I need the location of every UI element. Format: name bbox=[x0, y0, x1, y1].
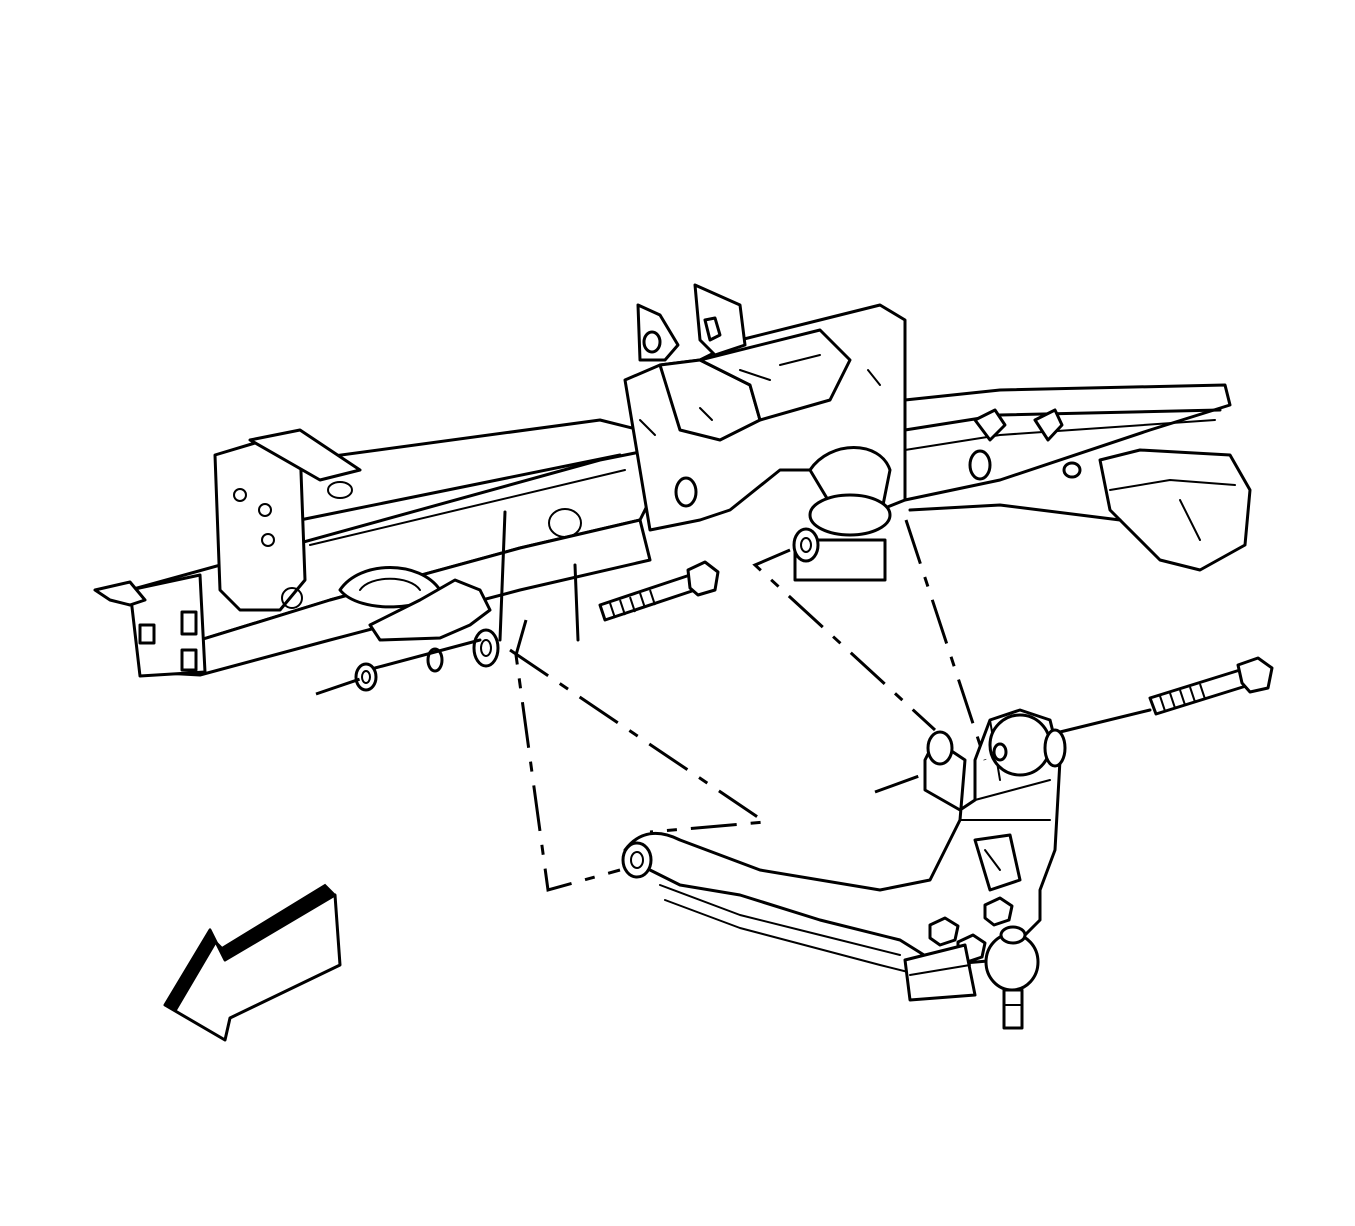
front-bushing-sleeve bbox=[373, 628, 500, 670]
frame-rail bbox=[93, 418, 662, 678]
direction-arrow bbox=[163, 883, 342, 1042]
rear-bolt bbox=[1058, 656, 1274, 734]
lower-control-arm bbox=[621, 708, 1067, 1002]
crossmember-extension bbox=[903, 383, 1252, 572]
front-nut bbox=[354, 662, 378, 692]
ball-joint bbox=[984, 925, 1040, 1030]
front-washer bbox=[426, 647, 444, 673]
front-bolt bbox=[598, 560, 720, 622]
alignment-lines bbox=[315, 519, 987, 892]
crossmember bbox=[623, 283, 907, 582]
